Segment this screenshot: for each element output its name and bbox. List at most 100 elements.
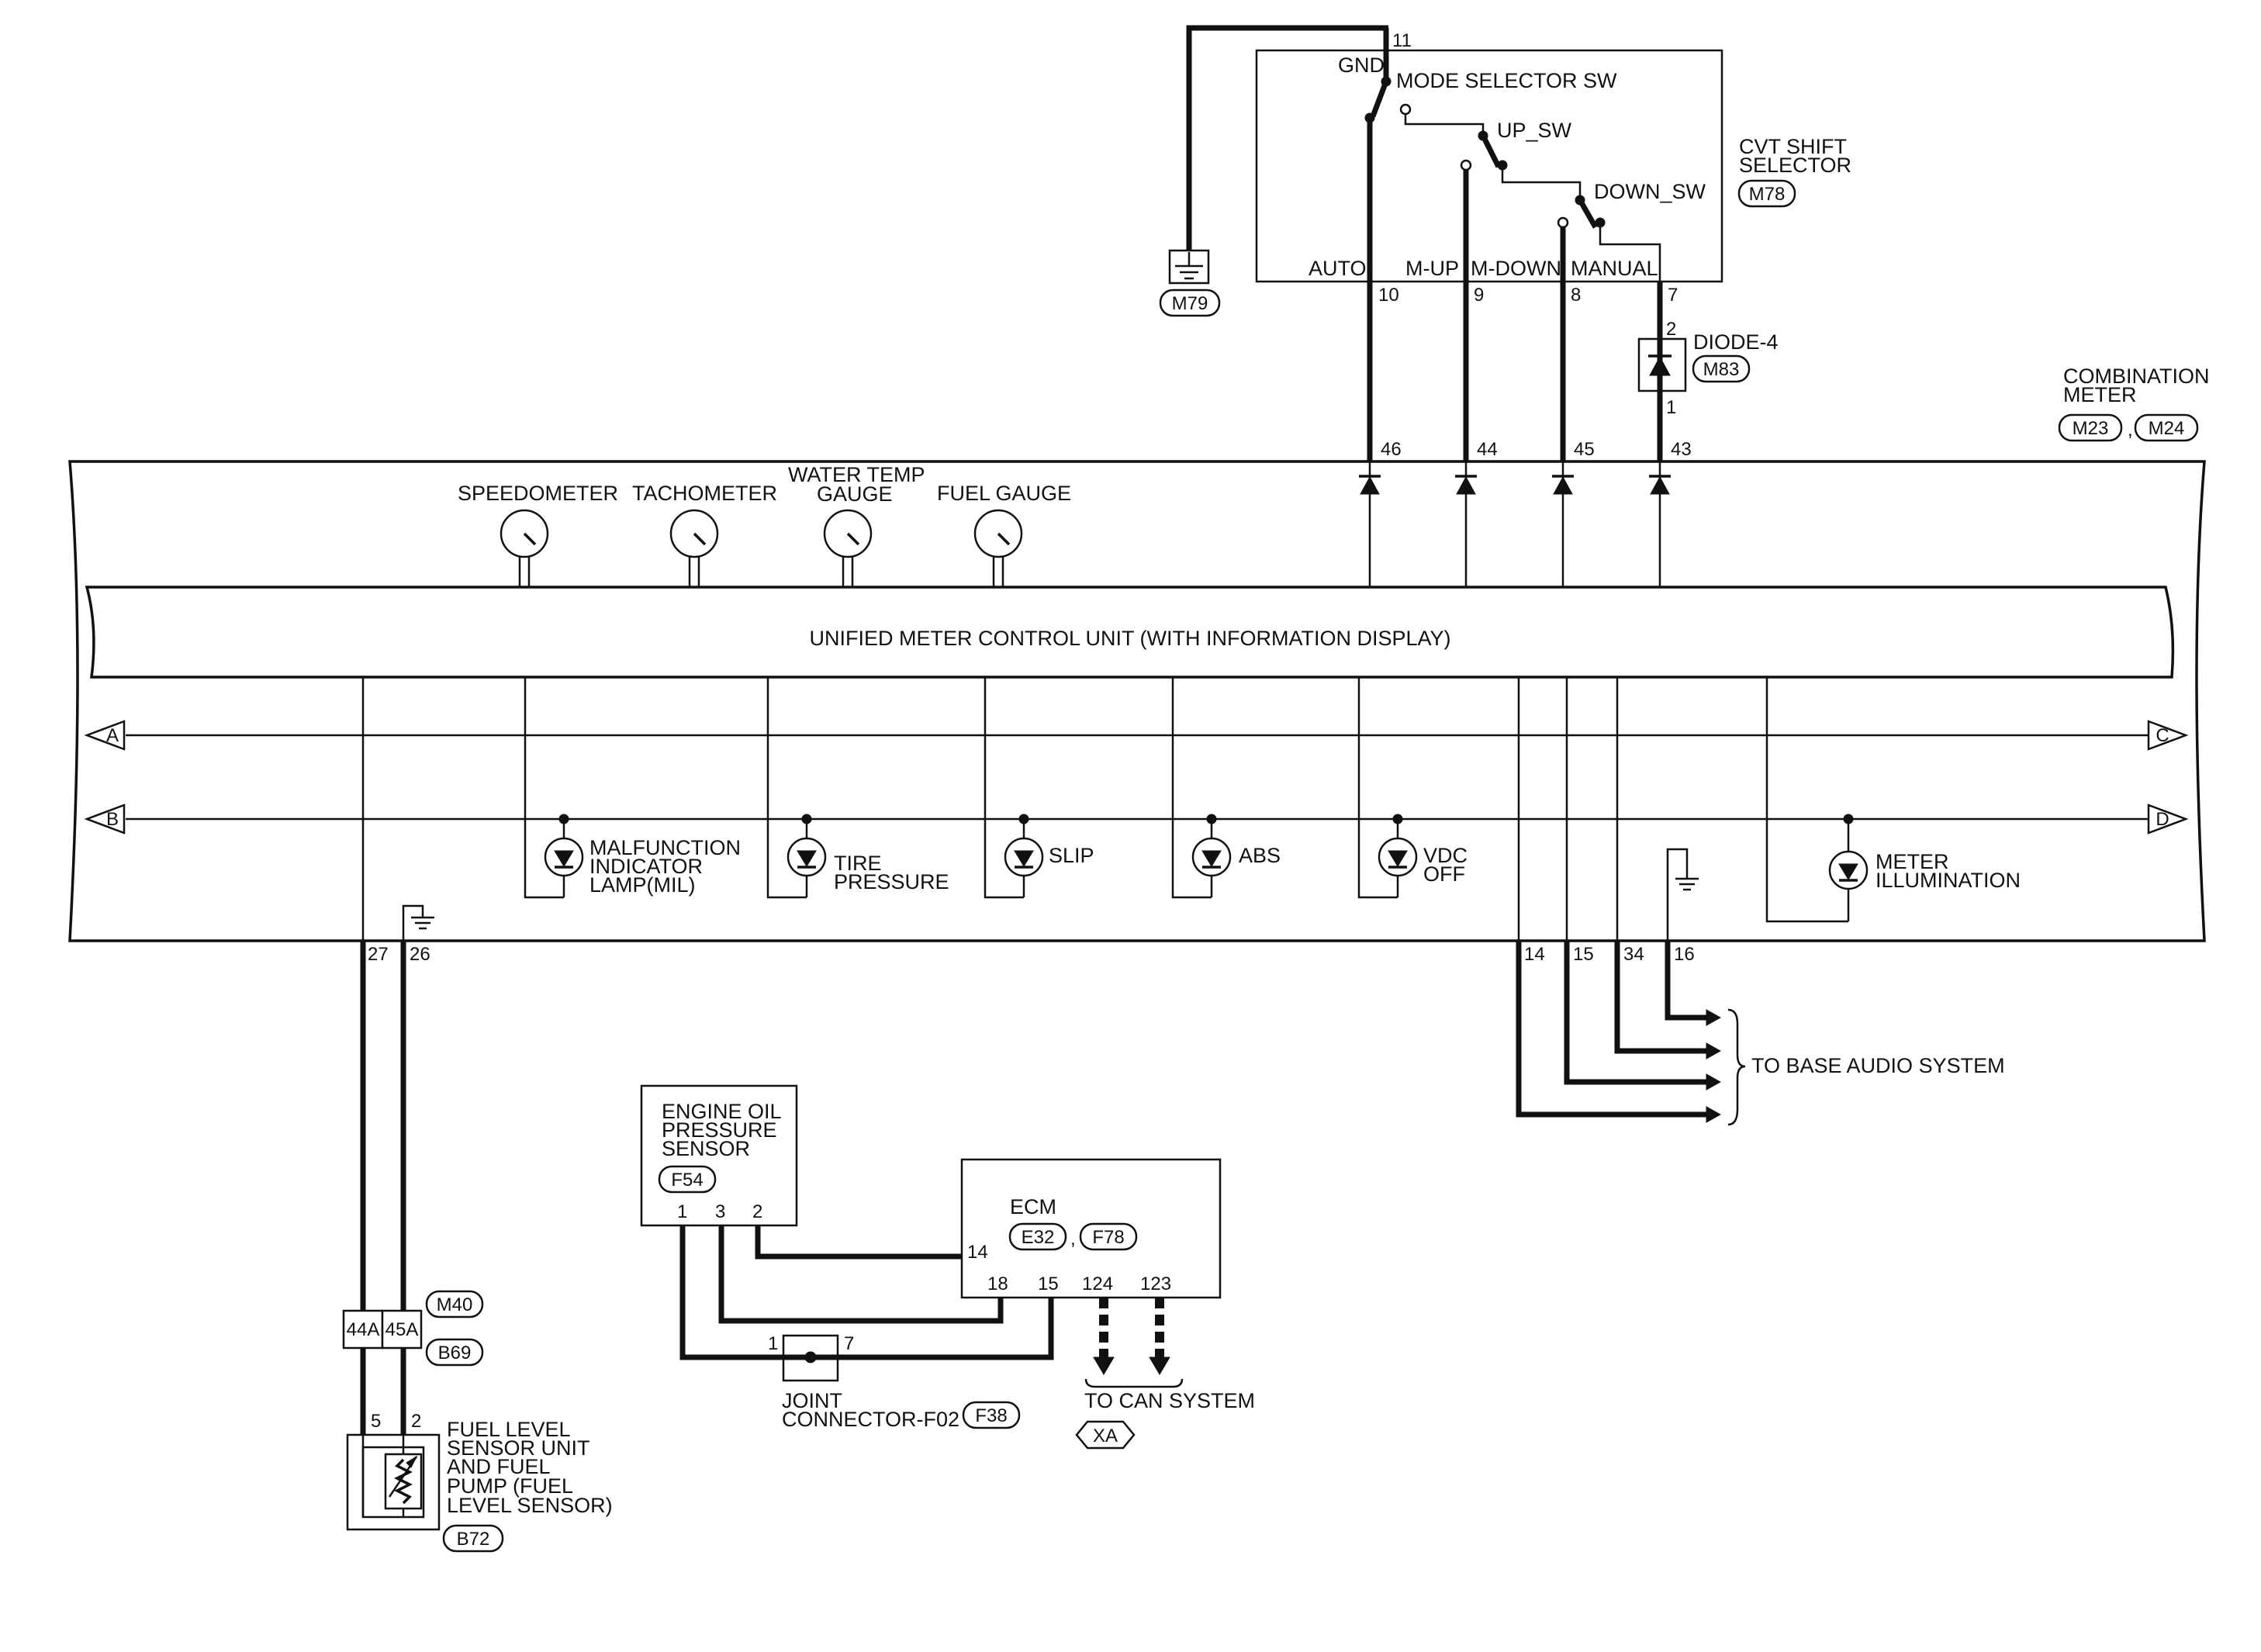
bus-lines: A B C D — [84, 720, 2189, 835]
meter-illumination-lamp: METER ILLUMINATION — [1765, 677, 2021, 923]
meter-name-2: METER — [2063, 383, 2137, 406]
can-tag-xa: XA — [1093, 1426, 1118, 1446]
gauges: SPEEDOMETER TACHOMETER WATER TEMP GAUGE … — [458, 463, 1071, 587]
connector-m23: M23 — [2073, 418, 2109, 439]
connector-b72: B72 — [457, 1529, 490, 1550]
water-temp-label-1: WATER TEMP — [788, 463, 925, 486]
diode-name: DIODE-4 — [1693, 330, 1779, 354]
connector-f38: F38 — [975, 1405, 1007, 1426]
meter-input-diodes — [1359, 461, 1671, 587]
ecm: ECM E32 , F78 14 18 15 124 123 — [960, 1158, 1222, 1299]
joint-name-1: JOINT — [782, 1389, 842, 1412]
tire-label-1: TIRE — [834, 852, 882, 875]
manual-label: MANUAL — [1571, 257, 1658, 280]
fuel-sensor-pin-2: 2 — [411, 1411, 421, 1432]
water-temp-label-2: GAUGE — [817, 482, 893, 506]
terminal-a: A — [106, 725, 119, 746]
can-system: TO CAN SYSTEM XA — [1075, 1298, 1255, 1450]
pin-8: 8 — [1571, 285, 1581, 306]
tire-pressure-lamp: TIRE PRESSURE — [766, 677, 949, 899]
oil-pin-3: 3 — [715, 1201, 725, 1222]
vdc-label-1: VDC — [1423, 844, 1468, 867]
water-temp-gauge: WATER TEMP GAUGE — [788, 463, 925, 587]
mode-selector-sw-label: MODE SELECTOR SW — [1396, 69, 1617, 92]
connector-m24: M24 — [2149, 418, 2185, 439]
mil-label-1: MALFUNCTION — [589, 836, 741, 859]
mil-label-2: INDICATOR — [589, 855, 703, 878]
tire-label-2: PRESSURE — [834, 870, 949, 893]
tachometer-gauge: TACHOMETER — [632, 482, 777, 587]
connector-f78: F78 — [1092, 1227, 1124, 1248]
pin-10: 10 — [1378, 285, 1399, 306]
pin-9: 9 — [1474, 285, 1484, 306]
oil-sensor-name-2: PRESSURE — [662, 1118, 777, 1142]
audio-label: TO BASE AUDIO SYSTEM — [1751, 1054, 2005, 1077]
joint-name-2: CONNECTOR-F02 — [782, 1408, 959, 1431]
ecm-name: ECM — [1010, 1195, 1056, 1218]
ecm-pin-124: 124 — [1082, 1274, 1113, 1294]
meter-pin-14: 14 — [1524, 944, 1545, 965]
down-sw-label: DOWN_SW — [1594, 180, 1706, 203]
auto-label: AUTO — [1309, 257, 1367, 280]
cvt-selector-box — [1255, 49, 1723, 283]
m-down-label: M-DOWN — [1471, 257, 1561, 280]
ground-m79: M79 — [1159, 249, 1221, 317]
fuel-sensor-name-2: SENSOR UNIT — [447, 1436, 590, 1460]
terminal-c: C — [2156, 725, 2169, 746]
connector-b69: B69 — [438, 1343, 472, 1363]
meter-connector-sep: , — [2128, 420, 2133, 441]
fuel-sensor-name-1: FUEL LEVEL — [447, 1418, 571, 1441]
illum-label-2: ILLUMINATION — [1876, 869, 2021, 892]
fuel-sensor-name-5: LEVEL SENSOR) — [447, 1494, 613, 1517]
oil-pin-2: 2 — [752, 1201, 762, 1222]
engine-oil-pressure-sensor: ENGINE OIL PRESSURE SENSOR F54 1 3 2 — [640, 1084, 798, 1227]
diode-pin-1: 1 — [1666, 397, 1676, 418]
diode-4: 2 1 DIODE-4 M83 — [1637, 282, 1779, 461]
pin-11: 11 — [1392, 30, 1412, 51]
ecm-connector-sep: , — [1070, 1229, 1076, 1249]
oil-pin-1: 1 — [677, 1201, 687, 1222]
fuel-sensor-name-4: PUMP (FUEL — [447, 1474, 573, 1498]
can-label: TO CAN SYSTEM — [1084, 1389, 1255, 1412]
meter-pin-15: 15 — [1573, 944, 1594, 965]
combination-meter: COMBINATION METER M23 , M24 46 44 45 43 — [68, 365, 2210, 965]
pin-7: 7 — [1668, 285, 1678, 306]
ecm-pin-123: 123 — [1140, 1274, 1171, 1294]
meter-pin-16: 16 — [1674, 944, 1695, 965]
harness-pin-44a: 44A — [347, 1319, 380, 1340]
abs-lamp: ABS — [1171, 677, 1281, 899]
ecm-pin-14: 14 — [967, 1242, 988, 1263]
meter-name-1: COMBINATION — [2063, 365, 2210, 388]
indicator-lamps: MALFUNCTION INDICATOR LAMP(MIL) TIRE PRE… — [524, 677, 2021, 923]
speedometer-gauge: SPEEDOMETER — [458, 482, 618, 587]
cvt-selector-name-2: SELECTOR — [1739, 154, 1851, 177]
harness-pin-45a: 45A — [385, 1319, 419, 1340]
connector-m78: M78 — [1749, 184, 1786, 205]
meter-pin-27: 27 — [368, 944, 389, 965]
terminal-d: D — [2156, 809, 2169, 830]
cvt-selector-name-1: CVT SHIFT — [1739, 135, 1847, 158]
meter-pin-43: 43 — [1671, 439, 1692, 460]
fuel-gauge: FUEL GAUGE — [937, 482, 1071, 587]
oil-sensor-wiring — [679, 1225, 1054, 1360]
mil-lamp: MALFUNCTION INDICATOR LAMP(MIL) — [524, 677, 741, 899]
meter-pin-46: 46 — [1381, 439, 1402, 460]
control-unit-label: UNIFIED METER CONTROL UNIT (WITH INFORMA… — [809, 627, 1450, 650]
speedometer-label: SPEEDOMETER — [458, 482, 618, 505]
fuel-sensor-pin-5: 5 — [371, 1411, 381, 1432]
illum-label-1: METER — [1876, 850, 1949, 873]
oil-sensor-name-3: SENSOR — [662, 1137, 750, 1160]
joint-connector-f02: 1 7 JOINT CONNECTOR-F02 F38 — [768, 1333, 1021, 1431]
mil-label-3: LAMP(MIL) — [589, 873, 696, 897]
cvt-shift-selector: GND MODE SELECTOR SW UP_SW DOWN_SW AUTO … — [1186, 25, 1851, 306]
connector-m79: M79 — [1172, 293, 1208, 314]
base-audio-connection: TO BASE AUDIO SYSTEM — [1516, 941, 2005, 1126]
connector-m40: M40 — [437, 1294, 473, 1315]
terminal-b: B — [106, 809, 119, 830]
meter-pin-26: 26 — [410, 944, 430, 965]
connector-e32: E32 — [1022, 1227, 1055, 1248]
connector-m83: M83 — [1703, 359, 1740, 380]
abs-label: ABS — [1239, 844, 1281, 867]
meter-pin-44: 44 — [1477, 439, 1498, 460]
